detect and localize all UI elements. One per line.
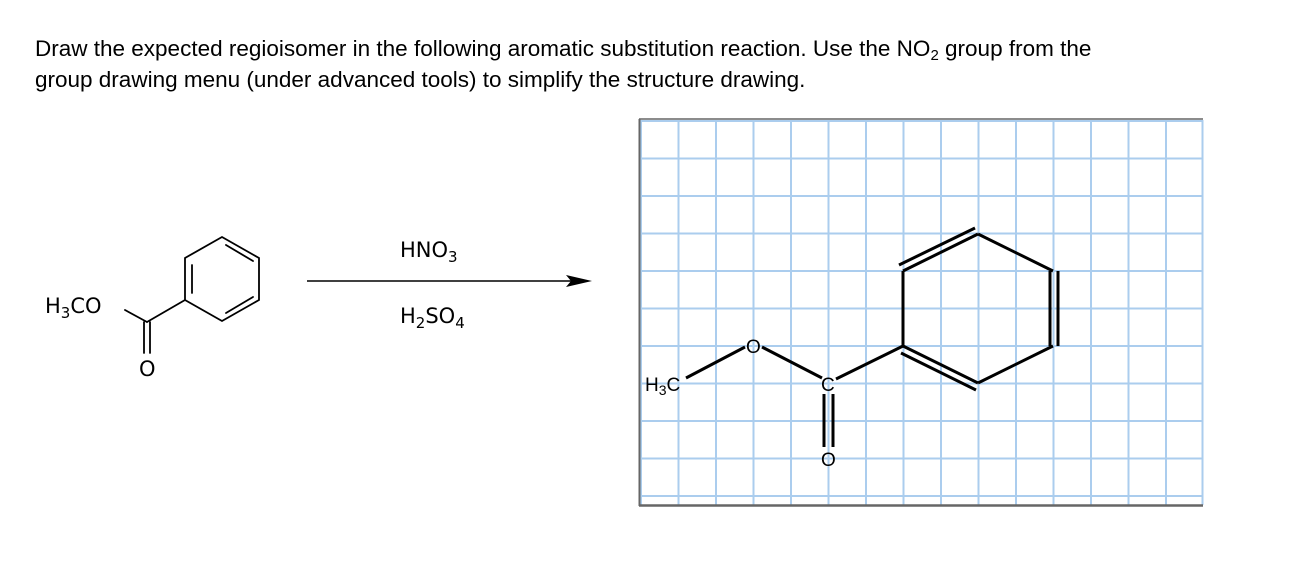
reaction-arrow bbox=[307, 275, 592, 287]
question-text: Draw the expected regioisomer in the fol… bbox=[35, 36, 931, 61]
canvas-background[interactable] bbox=[640, 119, 1203, 506]
ring-double-bond-a[interactable] bbox=[902, 232, 979, 273]
carbonyl-oxygen-label[interactable]: O bbox=[821, 450, 836, 471]
benzene-ring bbox=[184, 235, 260, 323]
carbonyl-carbon-label[interactable]: C bbox=[821, 375, 835, 396]
ring-double-bond-inner bbox=[225, 244, 254, 262]
drawing-canvas[interactable]: H3C O C O bbox=[638, 118, 1204, 507]
reagent-below: H2SO4 bbox=[400, 304, 465, 332]
subscript: 2 bbox=[930, 47, 939, 64]
ring-attach-bond bbox=[146, 299, 186, 323]
ring-double-bond-a[interactable] bbox=[902, 344, 979, 385]
question-line-2: group drawing menu (under advanced tools… bbox=[35, 67, 806, 92]
carbonyl-ring-bond[interactable] bbox=[835, 344, 904, 381]
carbonyl-oxygen-label: O bbox=[139, 357, 156, 381]
question-prompt: Draw the expected regioisomer in the fol… bbox=[35, 33, 1285, 95]
oxygen-carbonyl-bond[interactable] bbox=[761, 345, 823, 380]
reagent-above: HNO3 bbox=[400, 238, 458, 266]
methyl-oxygen-bond[interactable] bbox=[685, 345, 746, 380]
methyl-label[interactable]: H3C bbox=[645, 375, 680, 398]
ring-bond[interactable] bbox=[977, 344, 1054, 385]
arrowhead-icon bbox=[566, 275, 592, 287]
drawn-structure[interactable] bbox=[685, 226, 1060, 447]
ester-oxygen-label[interactable]: O bbox=[746, 337, 761, 358]
ester-bond bbox=[124, 309, 148, 323]
reactant-structure bbox=[124, 235, 260, 354]
ring-double-bond-inner bbox=[225, 296, 254, 314]
question-line-1: Draw the expected regioisomer in the fol… bbox=[35, 33, 1285, 64]
methoxy-label: H3CO bbox=[45, 294, 102, 322]
canvas-grid bbox=[640, 120, 1204, 505]
ring-bond[interactable] bbox=[977, 232, 1054, 273]
ring-double-bond-b[interactable] bbox=[900, 351, 977, 392]
question-text: group from the bbox=[938, 36, 1092, 61]
ring-double-bond-b[interactable] bbox=[898, 226, 976, 267]
